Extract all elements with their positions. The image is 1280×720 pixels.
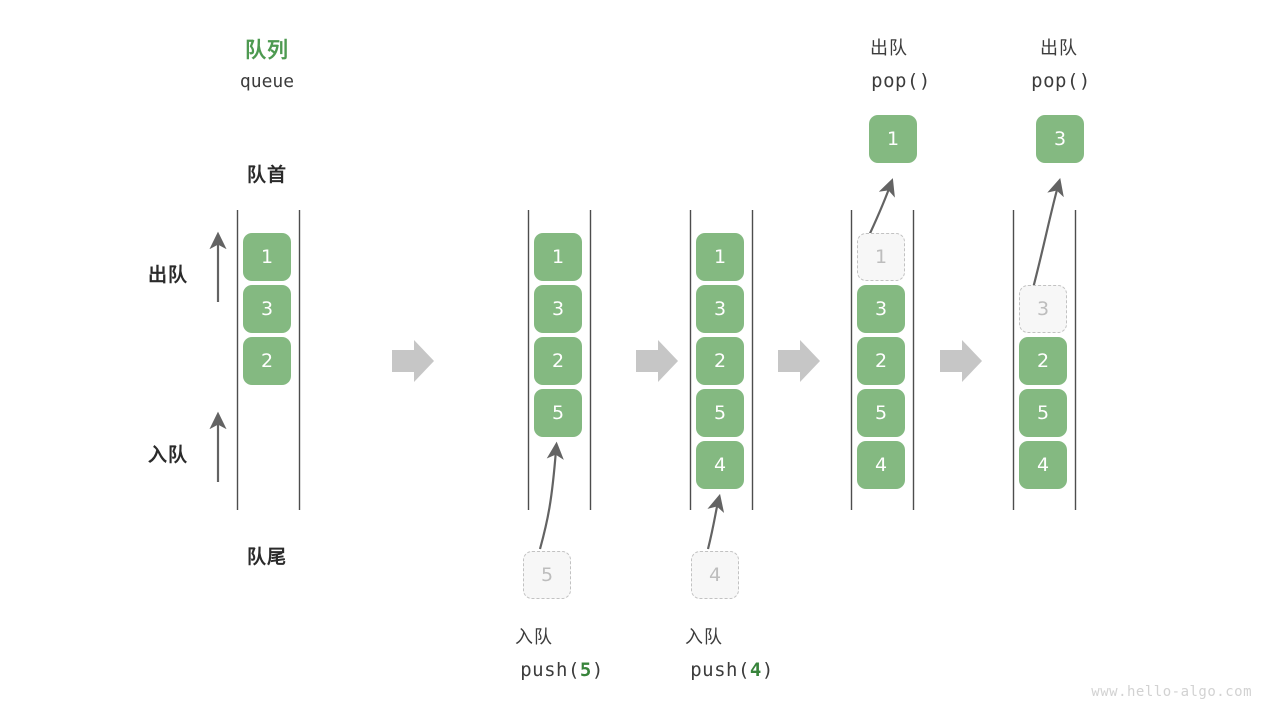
push-5-insert-arrow xyxy=(538,441,564,550)
push-4-caption-cn: 入队 xyxy=(685,627,723,648)
popped-cell[interactable]: 3 xyxy=(1036,115,1084,163)
push-4-code-value: 4 xyxy=(749,659,762,681)
flow-arrow xyxy=(636,340,678,382)
flow-arrow xyxy=(940,340,982,382)
pop-1-header-cn: 出队 xyxy=(870,38,908,59)
push-5-caption-code: push(5) xyxy=(520,659,604,681)
flow-arrow xyxy=(778,340,820,382)
queue-title-en: queue xyxy=(239,71,295,92)
pending-push-cell[interactable]: 5 xyxy=(523,551,571,599)
queue-cell[interactable]: 5 xyxy=(534,389,582,437)
pop-3-extract-arrow xyxy=(1030,177,1064,293)
queue-cell[interactable]: 1 xyxy=(534,233,582,281)
push-5-caption-cn: 入队 xyxy=(515,627,553,648)
site-watermark: www.hello-algo.com xyxy=(1091,684,1252,700)
pop-3-header-cn: 出队 xyxy=(1040,38,1078,59)
queue-cell[interactable]: 2 xyxy=(534,337,582,385)
removed-cell[interactable]: 3 xyxy=(1019,285,1067,333)
queue-cell[interactable]: 2 xyxy=(696,337,744,385)
push-5-code-suffix: ) xyxy=(591,659,604,681)
queue-cell[interactable]: 1 xyxy=(243,233,291,281)
queue-cell[interactable]: 2 xyxy=(1019,337,1067,385)
queue-cell[interactable]: 5 xyxy=(696,389,744,437)
pop-1-header-code: pop() xyxy=(871,70,931,92)
push-5-code-prefix: push( xyxy=(520,659,580,681)
pending-push-cell[interactable]: 4 xyxy=(691,551,739,599)
queue-cell[interactable]: 3 xyxy=(696,285,744,333)
push-5-code-value: 5 xyxy=(579,659,592,681)
flow-arrow xyxy=(392,340,434,382)
queue-title-cn: 队列 xyxy=(245,38,289,62)
push-4-insert-arrow xyxy=(706,493,725,550)
queue-tail-label: 队尾 xyxy=(246,546,288,568)
queue-cell[interactable]: 5 xyxy=(1019,389,1067,437)
popped-cell[interactable]: 1 xyxy=(869,115,917,163)
queue-cell[interactable]: 1 xyxy=(696,233,744,281)
removed-cell[interactable]: 1 xyxy=(857,233,905,281)
push-4-caption-code: push(4) xyxy=(690,659,774,681)
queue-cell[interactable]: 4 xyxy=(857,441,905,489)
queue-cell[interactable]: 4 xyxy=(1019,441,1067,489)
queue-cell[interactable]: 3 xyxy=(243,285,291,333)
push-4-code-prefix: push( xyxy=(690,659,750,681)
queue-head-label: 队首 xyxy=(246,164,288,186)
enqueue-side-label: 入队 xyxy=(148,444,189,466)
dequeue-side-label: 出队 xyxy=(148,264,189,286)
pop-3-header-code: pop() xyxy=(1031,70,1091,92)
queue-cell[interactable]: 2 xyxy=(857,337,905,385)
queue-cell[interactable]: 4 xyxy=(696,441,744,489)
queue-cell[interactable]: 3 xyxy=(534,285,582,333)
push-4-code-suffix: ) xyxy=(761,659,774,681)
queue-cell[interactable]: 5 xyxy=(857,389,905,437)
queue-cell[interactable]: 2 xyxy=(243,337,291,385)
queue-cell[interactable]: 3 xyxy=(857,285,905,333)
